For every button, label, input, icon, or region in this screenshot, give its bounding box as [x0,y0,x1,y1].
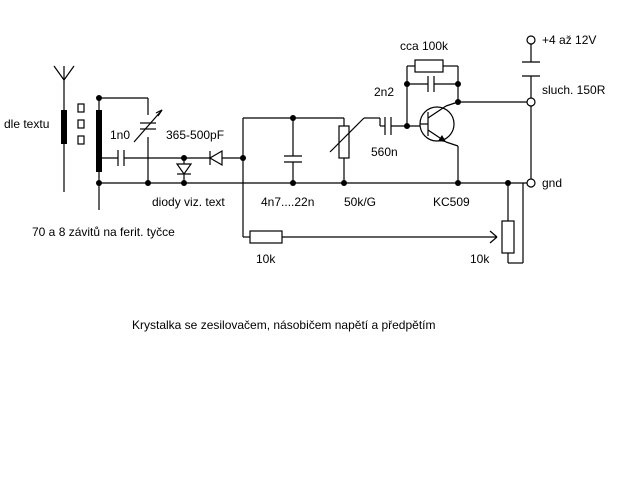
transistor-kc509 [419,101,459,183]
label-bias-resistor: 10k [256,252,276,266]
diode-series [184,149,243,167]
label-headphones: sluch. 150R [542,83,606,97]
bias-network [249,183,524,264]
feedback-network [406,59,459,126]
label-potentiometer: 50k/G [344,195,376,209]
label-2n2: 2n2 [374,85,394,99]
capacitor-1n0 [117,150,184,166]
label-supply: +4 až 12V [542,33,596,47]
label-diodes: diody viz. text [152,195,225,209]
label-1n0: 1n0 [110,128,130,142]
headphone-terminal [526,97,536,107]
supply-terminal [526,35,536,45]
antenna-coil [61,103,102,172]
label-560n: 560n [371,145,398,159]
output-wiring [458,40,540,183]
label-transistor: KC509 [433,195,470,209]
coupling-capacitor-560n [384,117,420,135]
label-filter-capacitor: 4n7....22n [261,195,314,209]
diagram-caption: Krystalka se zesilovačem, násobičem napě… [132,318,435,332]
tuning-circuit-wires [98,97,149,210]
label-bias-trimmer: 10k [470,252,490,266]
label-feedback-resistor: cca 100k [400,39,449,53]
label-windings: 70 a 8 závitů na ferit. tyčce [32,225,175,239]
filter-capacitor [284,118,302,183]
diode-to-ground [175,158,193,183]
volume-potentiometer [329,117,385,183]
label-variable-capacitor: 365-500pF [166,128,224,142]
ground-terminal [526,178,536,188]
label-gnd: gnd [542,176,562,190]
label-dle-textu: dle textu [4,117,49,131]
variable-capacitor [133,109,163,143]
